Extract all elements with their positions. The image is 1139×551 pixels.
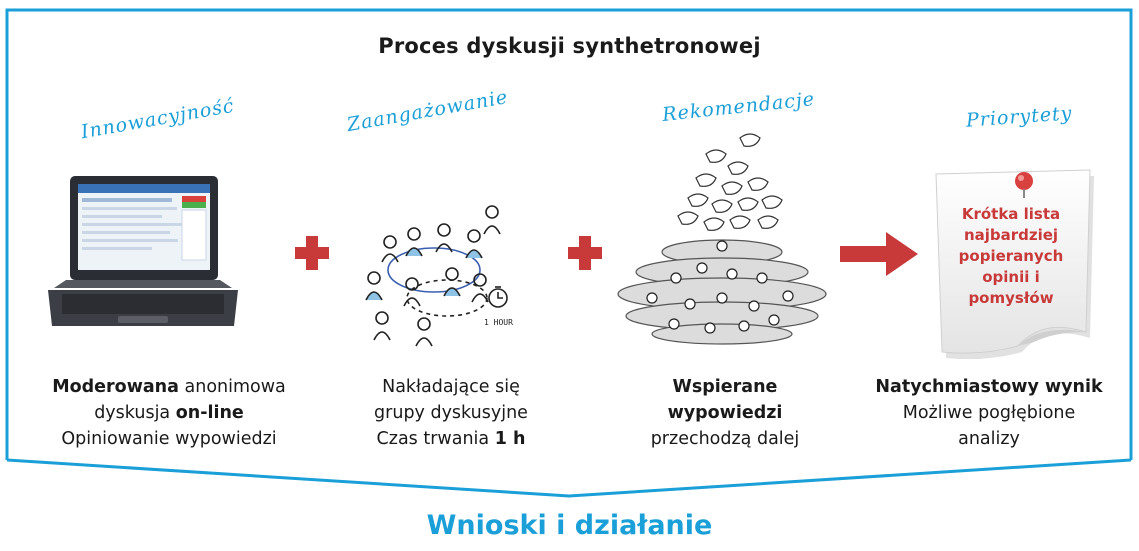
stage-2-line2: grupy dyskusyjne — [374, 403, 528, 423]
sticky-note-text: Krótka lista najbardziej popieranych opi… — [958, 205, 1064, 307]
stage-1-caption: Moderowana anonimowa dyskusja on-line Op… — [24, 374, 314, 452]
stage-2-line1: Nakładające się — [382, 377, 520, 397]
stage-4-caption: Natychmiastowy wynik Możliwe pogłębione … — [844, 374, 1134, 452]
arrow-right-icon — [840, 232, 918, 276]
timer-label: 1 HOUR — [484, 318, 513, 327]
stage-1-line1-rest: anonimowa — [178, 377, 286, 397]
stage-3-line1-bold: Wspierane — [672, 377, 778, 397]
stage-1-line3: Opiniowanie wypowiedzi — [61, 429, 277, 449]
stage-4-line3: analizy — [958, 429, 1020, 449]
stage-1-line2-pre: dyskusja — [94, 403, 176, 423]
discussion-groups-illustration — [365, 205, 508, 347]
stage-1-line1-bold: Moderowana — [52, 377, 179, 397]
pushpin-icon — [1015, 172, 1033, 198]
stage-2-line3-pre: Czas trwania — [376, 429, 495, 449]
stage-3-line2-bold: wypowiedzi — [667, 403, 783, 423]
crowd-speech-bubbles-illustration — [617, 133, 827, 345]
plus-icon — [568, 236, 602, 270]
stage-4-line2: Możliwe pogłębione — [902, 403, 1076, 423]
stage-4-line1-bold: Natychmiastowy wynik — [875, 377, 1103, 397]
stage-3-line3: przechodzą dalej — [650, 429, 800, 449]
diagram-title: Proces dyskusji synthetronowej — [378, 34, 761, 58]
conclusions-label: Wnioski i działanie — [426, 510, 713, 541]
plus-icon — [295, 236, 329, 270]
laptop-illustration — [48, 176, 238, 326]
stage-3-caption: Wspierane wypowiedzi przechodzą dalej — [580, 374, 870, 452]
stage-1-line2-bold: on-line — [175, 403, 244, 423]
sticky-note — [935, 169, 1094, 360]
stage-2-line3-bold: 1 h — [494, 429, 526, 449]
stage-2-caption: Nakładające się grupy dyskusyjne Czas tr… — [306, 374, 596, 452]
